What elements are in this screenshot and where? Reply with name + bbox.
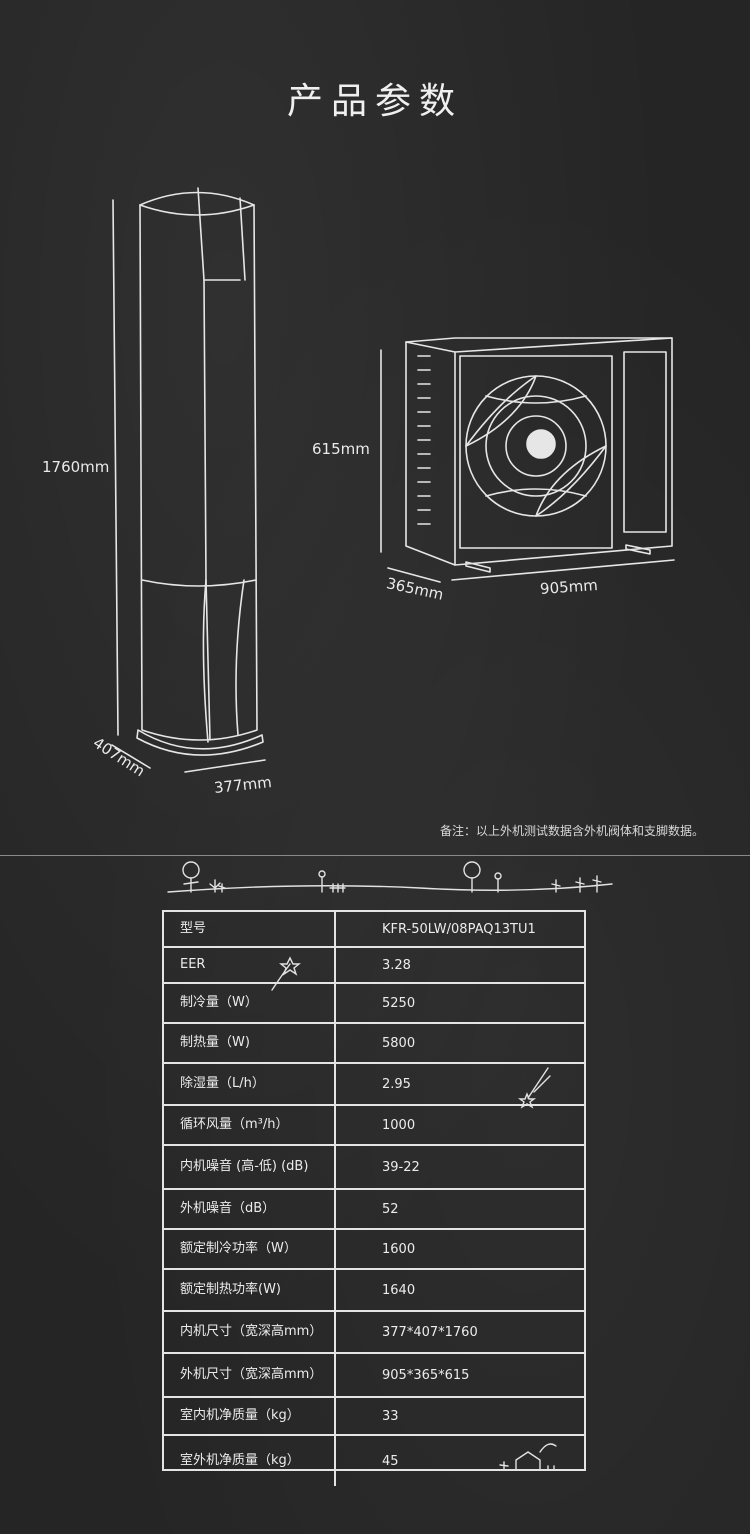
spec-label: 内机尺寸（宽深高mm） [180, 1324, 323, 1339]
page-title: 产品参数 [286, 81, 463, 122]
spec-value: 1600 [382, 1241, 416, 1257]
spec-label: 额定制冷功率（W） [180, 1241, 297, 1256]
spec-label: 型号 [180, 921, 207, 936]
spec-row: 室外机净质量（kg） 45 [164, 1436, 584, 1486]
spec-row: 循环风量（m³/h） 1000 [164, 1106, 584, 1146]
spec-row: 外机噪音（dB） 52 [164, 1190, 584, 1230]
spec-value: 1000 [382, 1117, 416, 1133]
section-divider [0, 855, 750, 856]
spec-value: 3.28 [382, 957, 411, 973]
spec-label: 室内机净质量（kg） [180, 1408, 300, 1423]
column-divider [334, 1190, 336, 1228]
spec-value: 905*365*615 [382, 1367, 470, 1383]
column-divider [334, 984, 336, 1022]
spec-label: 制冷量（W） [180, 995, 258, 1010]
column-divider [334, 1398, 336, 1434]
column-divider [334, 1230, 336, 1268]
spec-value: 39-22 [382, 1159, 420, 1175]
spec-row: EER 3.28 [164, 948, 584, 984]
spec-value: 5250 [382, 995, 416, 1011]
spec-label: 循环风量（m³/h） [180, 1117, 289, 1132]
column-divider [334, 1024, 336, 1062]
column-divider [334, 1312, 336, 1352]
product-drawings [111, 187, 675, 773]
spec-value: 2.95 [382, 1076, 411, 1092]
spec-row: 室内机净质量（kg） 33 [164, 1398, 584, 1436]
spec-value: 377*407*1760 [382, 1324, 478, 1340]
spec-label: 额定制热功率(W) [180, 1282, 281, 1297]
column-divider [334, 1436, 336, 1486]
spec-row: 内机尺寸（宽深高mm） 377*407*1760 [164, 1312, 584, 1354]
spec-row: 额定制冷功率（W） 1600 [164, 1230, 584, 1270]
spec-value: 33 [382, 1408, 399, 1424]
spec-label: 内机噪音 (高-低) (dB) [180, 1159, 309, 1174]
column-divider [334, 1064, 336, 1104]
spec-label: 室外机净质量（kg） [180, 1453, 300, 1468]
spec-row: 外机尺寸（宽深高mm） 905*365*615 [164, 1354, 584, 1398]
spec-value: KFR-50LW/08PAQ13TU1 [382, 921, 536, 937]
spec-label: 外机尺寸（宽深高mm） [180, 1367, 323, 1382]
column-divider [334, 948, 336, 982]
spec-label: 除湿量（L/h） [180, 1076, 265, 1091]
column-divider [334, 1106, 336, 1144]
column-divider [334, 1354, 336, 1396]
column-divider [334, 912, 336, 946]
column-divider [334, 1270, 336, 1310]
indoor-unit-drawing [111, 187, 266, 773]
spec-value: 1640 [382, 1282, 416, 1298]
outdoor-unit-drawing [380, 337, 675, 583]
spec-value: 45 [382, 1453, 399, 1469]
indoor-height-label: 1760mm [42, 458, 110, 476]
spec-label: EER [180, 957, 206, 972]
spec-row: 除湿量（L/h） 2.95 [164, 1064, 584, 1106]
spec-label: 外机噪音（dB） [180, 1201, 276, 1216]
footnote: 备注：以上外机测试数据含外机阀体和支脚数据。 [439, 824, 704, 838]
spec-row: 制冷量（W） 5250 [164, 984, 584, 1024]
spec-row: 额定制热功率(W) 1640 [164, 1270, 584, 1312]
spec-value: 52 [382, 1201, 399, 1217]
spec-row: 内机噪音 (高-低) (dB) 39-22 [164, 1146, 584, 1190]
spec-row: 型号 KFR-50LW/08PAQ13TU1 [164, 912, 584, 948]
spec-label: 制热量（W) [180, 1035, 250, 1050]
spec-row: 制热量（W) 5800 [164, 1024, 584, 1064]
outdoor-height-label: 615mm [312, 440, 370, 458]
spec-value: 5800 [382, 1035, 416, 1051]
column-divider [334, 1146, 336, 1188]
